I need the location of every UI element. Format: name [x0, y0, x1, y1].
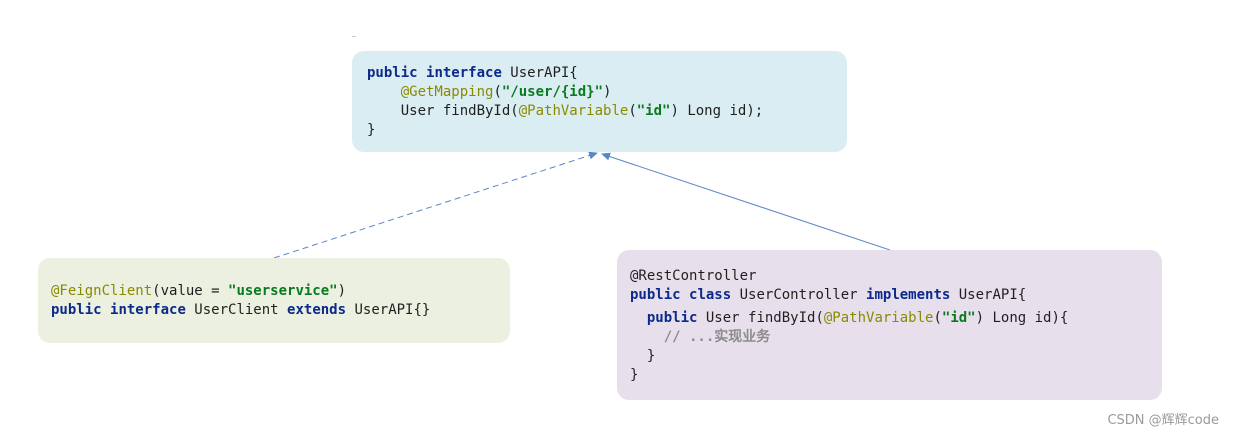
code-text: UserClient [185, 302, 288, 318]
keyword: public [646, 310, 698, 326]
keyword: public [51, 302, 102, 318]
userapi-interface-box: public interface UserAPI{ @GetMapping("/… [352, 51, 847, 152]
code-comment: // ...实现业务 [663, 329, 771, 345]
code-text: } [646, 348, 656, 364]
string-literal: "id" [636, 103, 671, 119]
annotation: @GetMapping [400, 84, 494, 100]
code-text: ) Long id){ [975, 310, 1069, 326]
annotation: @RestController [630, 268, 757, 284]
annotation: @PathVariable [518, 103, 629, 119]
code-text: ) [603, 84, 612, 100]
code-text: } [367, 122, 376, 138]
code-line: // ...实现业务 [630, 328, 1162, 347]
arrow-controller-to-api [601, 152, 891, 251]
code-line: public User findById(@PathVariable("id")… [630, 309, 1162, 328]
code-text: UserAPI{} [346, 302, 431, 318]
keyword: class [689, 287, 732, 303]
code-text: ) [337, 283, 347, 299]
code-text: UserController [731, 287, 867, 303]
code-text: ) Long id); [670, 103, 764, 119]
keyword: public [630, 287, 681, 303]
arrow-feign-to-api [273, 151, 598, 259]
code-line: @FeignClient(value = "userservice") [51, 282, 510, 301]
userclient-feign-box: @FeignClient(value = "userservice")publi… [38, 258, 510, 343]
string-literal: "/user/{id}" [501, 84, 604, 100]
keyword: interface [426, 65, 502, 81]
code-text: ( [628, 103, 637, 119]
code-line: @RestController [630, 267, 1162, 286]
code-line: User findById(@PathVariable("id") Long i… [367, 102, 847, 121]
code-line: @GetMapping("/user/{id}") [367, 83, 847, 102]
watermark: CSDN @辉辉code [1107, 413, 1219, 428]
keyword: implements [866, 287, 951, 303]
string-literal: "id" [941, 310, 976, 326]
code-text: (value = [152, 283, 229, 299]
code-line: } [367, 121, 847, 140]
indent [630, 310, 647, 326]
decorative-tick [352, 36, 356, 37]
indent [630, 348, 647, 364]
code-line: public interface UserAPI{ [367, 64, 847, 83]
code-text: ( [493, 84, 502, 100]
code-line: public class UserController implements U… [630, 286, 1162, 305]
indent [630, 329, 664, 345]
usercontroller-box: @RestController public class UserControll… [617, 250, 1162, 400]
code-line: } [630, 347, 1162, 366]
code-text: UserAPI{ [950, 287, 1027, 303]
keyword: extends [287, 302, 347, 318]
code-text: ( [933, 310, 942, 326]
code-line: public interface UserClient extends User… [51, 301, 510, 320]
code-line: } [630, 366, 1162, 385]
code-text: } [630, 367, 639, 383]
code-text: User findById( [697, 310, 824, 326]
code-text: User findById( [400, 103, 519, 119]
keyword: interface [110, 302, 186, 318]
indent [367, 103, 401, 119]
string-literal: "userservice" [228, 283, 338, 299]
keyword: public [367, 65, 418, 81]
annotation: @FeignClient [51, 283, 153, 299]
code-text: UserAPI{ [501, 65, 578, 81]
indent [367, 84, 401, 100]
annotation: @PathVariable [823, 310, 934, 326]
